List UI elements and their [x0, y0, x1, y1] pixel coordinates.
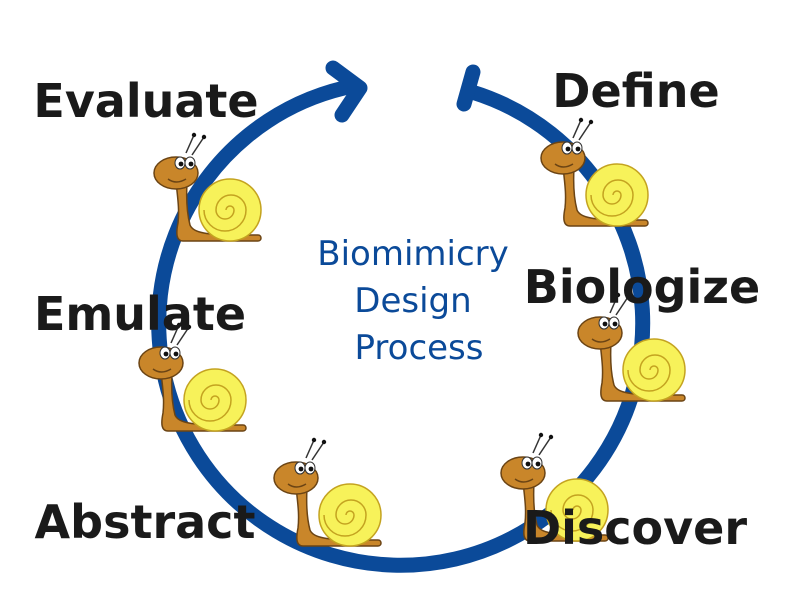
arrowhead-icon — [325, 60, 368, 123]
step-label-define: Define — [552, 64, 719, 118]
center-title-line-2: Design — [354, 281, 471, 321]
step-label-emulate: Emulate — [34, 287, 246, 341]
center-title-line-3: Process — [355, 328, 484, 368]
step-label-biologize: Biologize — [524, 260, 760, 314]
cycle-tail-bar — [456, 64, 481, 112]
step-label-discover: Discover — [523, 501, 747, 555]
snail-icon — [273, 437, 382, 547]
step-label-evaluate: Evaluate — [33, 74, 258, 128]
step-label-abstract: Abstract — [35, 495, 256, 549]
center-title-line-1: Biomimicry — [317, 234, 509, 274]
